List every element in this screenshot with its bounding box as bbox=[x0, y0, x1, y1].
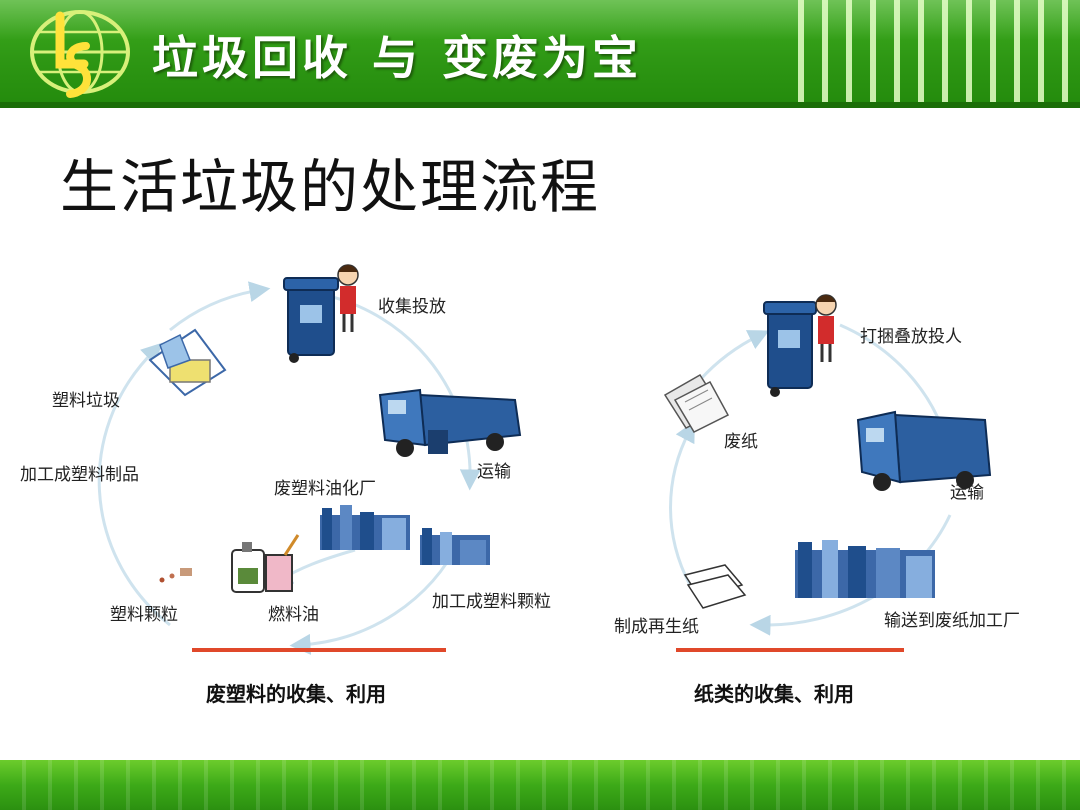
recycled-paper-icon bbox=[683, 564, 747, 609]
recycling-diagram: 收集投放 运输 废塑料油化厂 加工成塑料颗粒 燃料油 塑料颗粒 加工成塑料制品 … bbox=[0, 250, 1080, 750]
label-granules-process: 加工成塑料颗粒 bbox=[432, 592, 551, 612]
diagram-graphics bbox=[97, 264, 992, 655]
label-granules: 塑料颗粒 bbox=[110, 605, 178, 625]
fuel-oil-bottles-icon bbox=[231, 534, 300, 593]
label-transport: 运输 bbox=[477, 462, 511, 482]
label-recycled-paper: 制成再生纸 bbox=[614, 617, 699, 637]
page-title: 生活垃圾的处理流程 bbox=[60, 153, 601, 221]
header-bottom-line bbox=[0, 102, 1080, 108]
globe-logo-icon bbox=[30, 10, 130, 98]
label-paper-transport: 运输 bbox=[950, 483, 984, 503]
girl-icon bbox=[337, 264, 359, 332]
paper-girl-icon bbox=[815, 294, 837, 362]
oil-plant-icon bbox=[320, 505, 410, 550]
label-paper-factory: 输送到废纸加工厂 bbox=[884, 611, 1020, 631]
label-oil-plant: 废塑料油化厂 bbox=[274, 479, 376, 499]
label-bundle: 打捆叠放投人 bbox=[860, 327, 962, 347]
header-stripes bbox=[780, 0, 1080, 108]
waste-paper-icon bbox=[663, 373, 730, 433]
footer-banner bbox=[0, 760, 1080, 810]
paper-garbage-truck-icon bbox=[856, 410, 992, 491]
trash-bin-icon bbox=[283, 277, 339, 363]
paper-trash-bin-icon bbox=[763, 301, 817, 397]
paper-factory-icon bbox=[795, 540, 935, 598]
plastic-caption: 废塑料的收集、利用 bbox=[206, 682, 386, 706]
plastic-granules-icon bbox=[159, 568, 192, 583]
paper-caption: 纸类的收集、利用 bbox=[694, 682, 854, 706]
footer-stripes bbox=[0, 760, 1080, 810]
label-waste-paper: 废纸 bbox=[724, 432, 758, 452]
granule-factory-icon bbox=[420, 528, 490, 565]
header-banner: 垃圾回收 与 变废为宝 bbox=[0, 0, 1080, 108]
header-title: 垃圾回收 与 变废为宝 bbox=[152, 31, 643, 85]
label-plastic-waste: 塑料垃圾 bbox=[52, 391, 120, 411]
label-collect: 收集投放 bbox=[378, 297, 446, 317]
plastic-waste-icon bbox=[148, 328, 227, 397]
label-products: 加工成塑料制品 bbox=[20, 465, 139, 485]
garbage-truck-icon bbox=[378, 388, 522, 457]
label-fuel-oil: 燃料油 bbox=[268, 605, 319, 625]
